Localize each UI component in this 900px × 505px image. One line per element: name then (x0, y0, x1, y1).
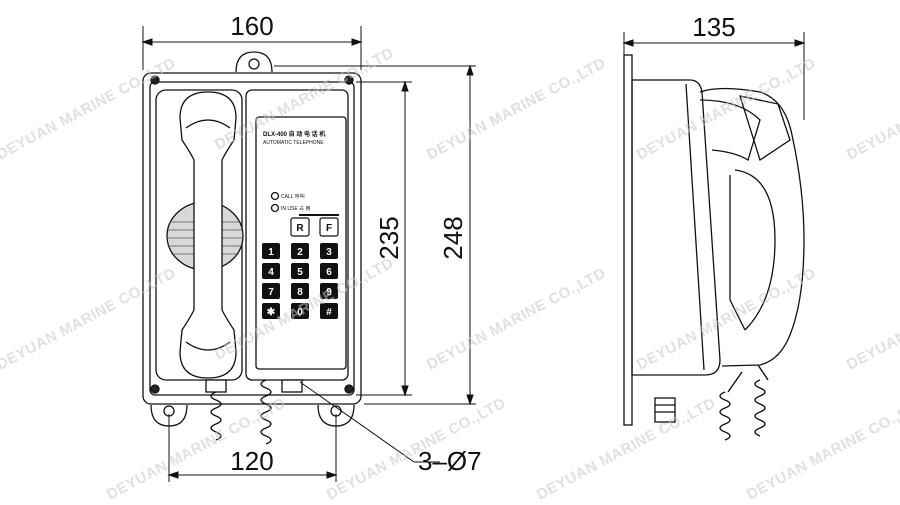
key-8 (291, 283, 309, 299)
front-dimension-lines (141, 26, 476, 482)
key-f-label: F (326, 223, 332, 234)
in-use-lamp-label: IN USE 占 用 (281, 205, 310, 212)
key-f (319, 217, 339, 237)
key-9-label: 9 (326, 287, 332, 298)
key-7 (262, 283, 280, 299)
key-5-label: 5 (297, 267, 303, 278)
key-2 (291, 243, 309, 259)
watermark-10: DEYUAN MARINE CO.,LTD (844, 265, 900, 374)
key-7-label: 7 (268, 287, 274, 298)
dim-height-inner: 235 (374, 216, 404, 259)
watermark-8: DEYUAN MARINE CO.,LTD (424, 265, 609, 374)
dim-mount-spacing: 120 (230, 446, 273, 476)
inner-frame (149, 81, 355, 396)
dim-height-outer: 248 (438, 216, 468, 259)
in-use-lamp (270, 203, 280, 213)
side-view (623, 54, 805, 441)
key-8-label: 8 (297, 287, 303, 298)
key-1-label: 1 (268, 247, 274, 258)
call-lamp (270, 191, 280, 201)
key-4 (262, 263, 280, 279)
wall-plate (623, 54, 633, 426)
key-r-label: R (296, 223, 304, 234)
key-hash-label: # (326, 307, 332, 318)
watermark-4: DEYUAN MARINE CO.,LTD (634, 55, 819, 164)
top-mount-tab (235, 51, 273, 73)
panel-title: DLX-400 自 动 电 话 机 (263, 130, 325, 138)
key-star-label: ✱ (267, 307, 276, 318)
key-9 (320, 283, 338, 299)
watermark-9: DEYUAN MARINE CO.,LTD (634, 265, 819, 374)
front-coiled-cords (210, 379, 272, 445)
key-2-label: 2 (297, 247, 303, 258)
key-r (290, 217, 310, 237)
handset (179, 91, 237, 379)
dim-holes: 3–Ø7 (418, 446, 482, 476)
side-handset (699, 87, 805, 367)
panel-face (255, 116, 347, 370)
panel-subtitle: AUTOMATIC TELEPHONE (263, 140, 324, 146)
watermarks: DEYUAN MARINE CO.,LTD DEYUAN MARINE CO.,… (0, 45, 900, 504)
side-coiled-cords (719, 364, 769, 441)
outer-plate (142, 72, 362, 405)
watermark-13: DEYUAN MARINE CO.,LTD (534, 395, 719, 500)
key-5 (291, 263, 309, 279)
side-dimension-lines (622, 32, 806, 120)
key-hash (320, 303, 338, 319)
watermark-3: DEYUAN MARINE CO.,LTD (424, 55, 609, 164)
call-lamp-label: CALL 呼叫 (281, 193, 305, 200)
key-3 (320, 243, 338, 259)
dim-depth-side: 135 (692, 12, 735, 42)
dim-width-front: 160 (230, 11, 273, 41)
key-6 (320, 263, 338, 279)
watermark-1: DEYUAN MARINE CO.,LTD (0, 55, 179, 164)
keypad: R F 1 2 3 4 5 6 7 8 9 ✱ 0 # (262, 217, 339, 319)
key-4-label: 4 (268, 267, 274, 278)
watermark-5: DEYUAN MARINE CO.,LTD (844, 55, 900, 164)
front-view (142, 51, 362, 445)
key-0 (291, 303, 309, 319)
key-1 (262, 243, 280, 259)
top-mount-hole (248, 58, 260, 70)
key-star (262, 303, 280, 319)
watermark-6: DEYUAN MARINE CO.,LTD (0, 265, 179, 374)
key-0-label: 0 (297, 307, 303, 318)
key-6-label: 6 (326, 267, 332, 278)
side-body (631, 79, 721, 376)
watermark-14: DEYUAN MARINE CO.,LTD (744, 395, 900, 500)
key-3-label: 3 (326, 247, 332, 258)
